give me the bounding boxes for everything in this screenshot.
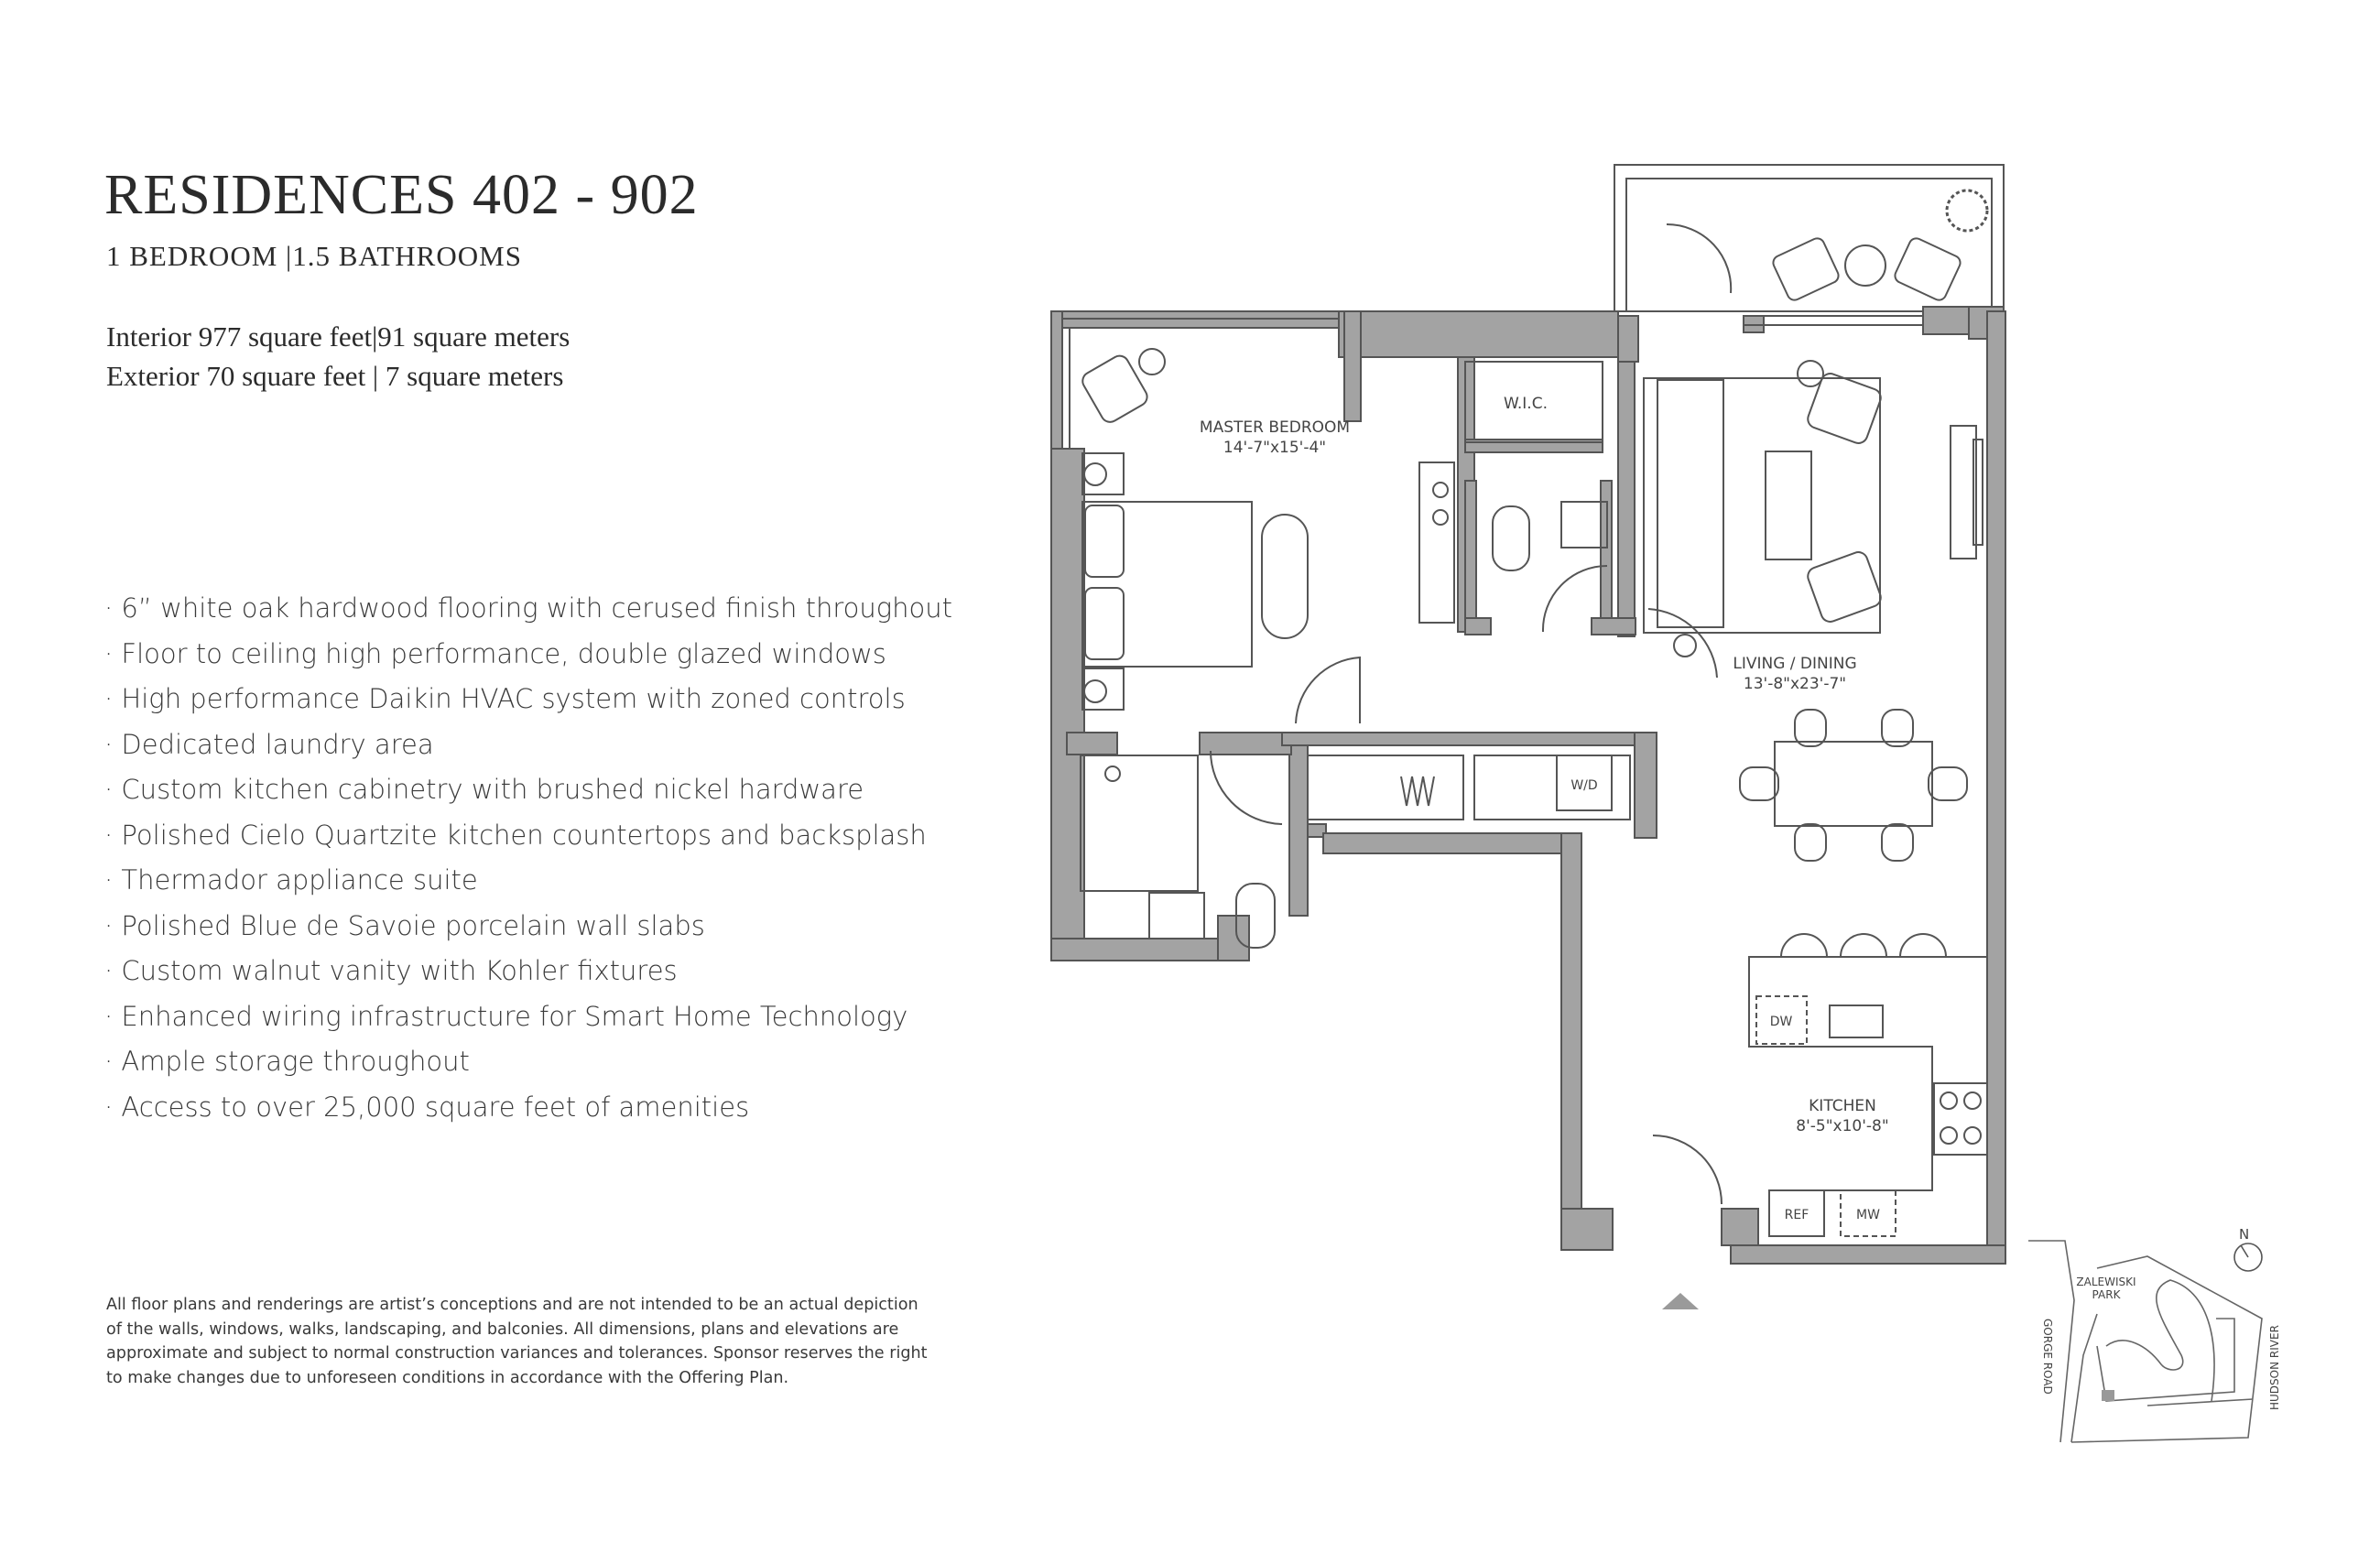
coffee-table-icon [1765,451,1812,560]
lamp-icon [1797,360,1824,387]
dw-label: DW [1770,1015,1793,1029]
entry-arrow-icon [1662,1293,1699,1309]
mw-label: MW [1856,1208,1880,1222]
chair-icon [1794,709,1827,747]
north-label: N [2239,1226,2249,1243]
cooktop-icon [1933,1082,1988,1156]
ref-label: REF [1785,1208,1809,1222]
windows [1061,315,1983,559]
sink-icon [1560,501,1608,548]
wic-label: W.I.C. [1504,395,1548,413]
laundry-closet [1307,755,1631,820]
feature-item: · Polished Cielo Quartzite kitchen count… [104,819,927,851]
nightstand-icon [1081,452,1125,495]
walls [1050,306,2006,1265]
bench-icon [1261,514,1309,639]
sofa-icon [1657,379,1724,628]
lamp-icon [1083,462,1107,486]
disclaimer: All floor plans and renderings are artis… [106,1293,967,1390]
living-dining-label: LIVING / DINING [1733,655,1856,673]
master-bedroom-label: MASTER BEDROOM [1200,418,1350,437]
stool-icon [1839,933,1888,958]
vanity-sink-icon [1148,892,1205,939]
washer-dryer [1556,755,1613,811]
feature-item: · Access to over 25,000 square feet of a… [104,1091,750,1123]
disclaimer-line: to make changes due to unforeseen condit… [106,1368,789,1387]
bedroom-furniture [1081,348,1603,724]
wd-label: W/D [1570,778,1597,793]
building-marker [2102,1390,2114,1401]
park-label-line1: ZALEWISKI [2076,1276,2135,1288]
stool-icon [1898,933,1948,958]
bathroom-fixtures [1080,750,1283,949]
lamp-icon [1673,634,1697,657]
disclaimer-line: approximate and subject to normal constr… [106,1344,928,1363]
dresser-icon [1418,462,1455,624]
rug [1643,377,1881,634]
tub-icon [1080,755,1199,892]
nightstand-icon [1081,668,1125,711]
kitchen-label: KITCHEN [1809,1097,1876,1115]
toilet-icon [1492,505,1530,571]
feature-item: · Dedicated laundry area [104,728,434,760]
side-table-icon [1844,244,1886,287]
lounge-chair-icon [1772,237,1840,301]
toilet-icon [1235,883,1276,949]
river-label: HUDSON RIVER [2268,1325,2281,1410]
north-arrow-icon [2233,1243,2263,1272]
chair-icon [1881,823,1914,862]
walk-in-closet [1464,361,1603,443]
plant-icon [1945,189,1989,233]
armchair-icon [1807,551,1882,623]
living-dining-dims: 13'-8"x23'-7" [1744,675,1846,693]
powder-room-fixtures [1492,501,1608,633]
chair-icon [1794,823,1827,862]
feature-item: · Thermador appliance suite [104,864,478,896]
chair-icon [1739,766,1779,801]
area-info: Interior 977 square feet|91 square meter… [106,317,570,396]
unit-subtitle: 1 BEDROOM |1.5 BATHROOMS [106,240,522,272]
microwave [1840,1189,1896,1237]
feature-item: · Custom walnut vanity with Kohler fixtu… [104,955,678,986]
master-bedroom-dims: 14'-7"x15'-4" [1223,439,1326,457]
feature-item: · Ample storage throughout [104,1046,470,1077]
lamp-icon [1083,679,1107,703]
park-label-line2: PARK [2092,1288,2122,1301]
armchair-icon [1807,373,1882,444]
kitchen-dims: 8'-5"x10'-8" [1796,1117,1888,1135]
lamp-icon [1138,348,1166,375]
feature-list: · 6” white oak hardwood flooring with ce… [104,586,952,1130]
terrace [1614,164,2005,312]
disclaimer-line: of the walls, windows, walks, landscapin… [106,1319,899,1339]
floor-plan: MASTER BEDROOM 14'-7"x15'-4" W.I.C. LIVI… [1050,164,2281,1443]
road-label: GORGE ROAD [2041,1319,2054,1395]
armchair-icon [1081,354,1148,423]
kitchen-sink-icon [1829,1004,1884,1038]
console-icon [1950,425,1977,559]
key-map: N ZALEWISKI PARK GORGE ROAD HUDSON RIVER [2028,1226,2281,1443]
chair-icon [1881,709,1914,747]
exterior-area: Exterior 70 square feet | 7 square meter… [106,360,564,392]
feature-item: · High performance Daikin HVAC system wi… [104,683,906,714]
lounge-chair-icon [1894,237,1962,301]
feature-item: · Floor to ceiling high performance, dou… [104,637,886,669]
disclaimer-line: All floor plans and renderings are artis… [106,1296,918,1314]
stool-icon [1779,933,1829,958]
refrigerator [1768,1189,1825,1237]
bed-icon [1081,501,1253,668]
chair-icon [1928,766,1968,801]
dishwasher [1755,995,1808,1045]
living-dining-furniture [1643,360,1968,862]
feature-item: · 6” white oak hardwood flooring with ce… [104,592,953,624]
kitchen-fixtures [1652,223,1988,1237]
interior-area: Interior 977 square feet|91 square meter… [106,320,571,353]
dining-table-icon [1774,741,1933,827]
feature-item: · Polished Blue de Savoie porcelain wall… [104,909,705,941]
feature-item: · Enhanced wiring infrastructure for Sma… [104,1000,908,1032]
page-title: RESIDENCES 402 - 902 [104,164,699,226]
feature-item: · Custom kitchen cabinetry with brushed … [104,774,864,805]
